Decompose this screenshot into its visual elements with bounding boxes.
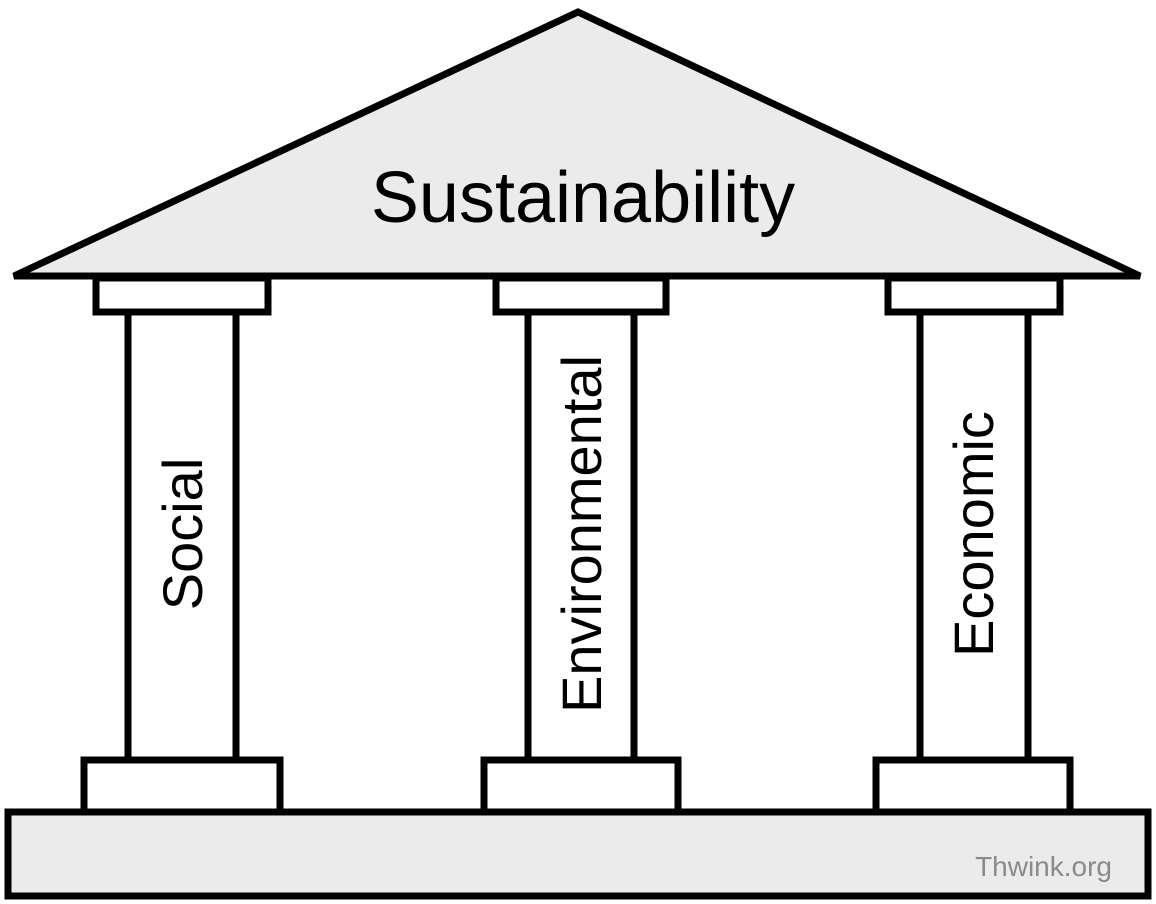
pillar-shaft (124, 308, 240, 764)
pillar-base (872, 756, 1074, 816)
pillar-capital (884, 274, 1064, 316)
pillar-social: Social (80, 274, 284, 816)
pillar-capital (492, 274, 670, 316)
pillar-label: Environmental (550, 355, 613, 713)
foundation (4, 808, 1152, 900)
roof-label: Sustainability (371, 158, 795, 238)
pillar-shaft (524, 308, 638, 764)
pillar-environmental: Environmental (480, 274, 682, 816)
pillar-label: Social (151, 458, 214, 611)
pillar-capital (92, 274, 272, 316)
watermark: Thwink.org (975, 851, 1112, 882)
pillar-economic: Economic (872, 274, 1074, 816)
pillar-label: Economic (942, 411, 1005, 657)
pillar-base (80, 756, 284, 816)
pillar-shaft (916, 308, 1032, 764)
pillar-base (480, 756, 682, 816)
